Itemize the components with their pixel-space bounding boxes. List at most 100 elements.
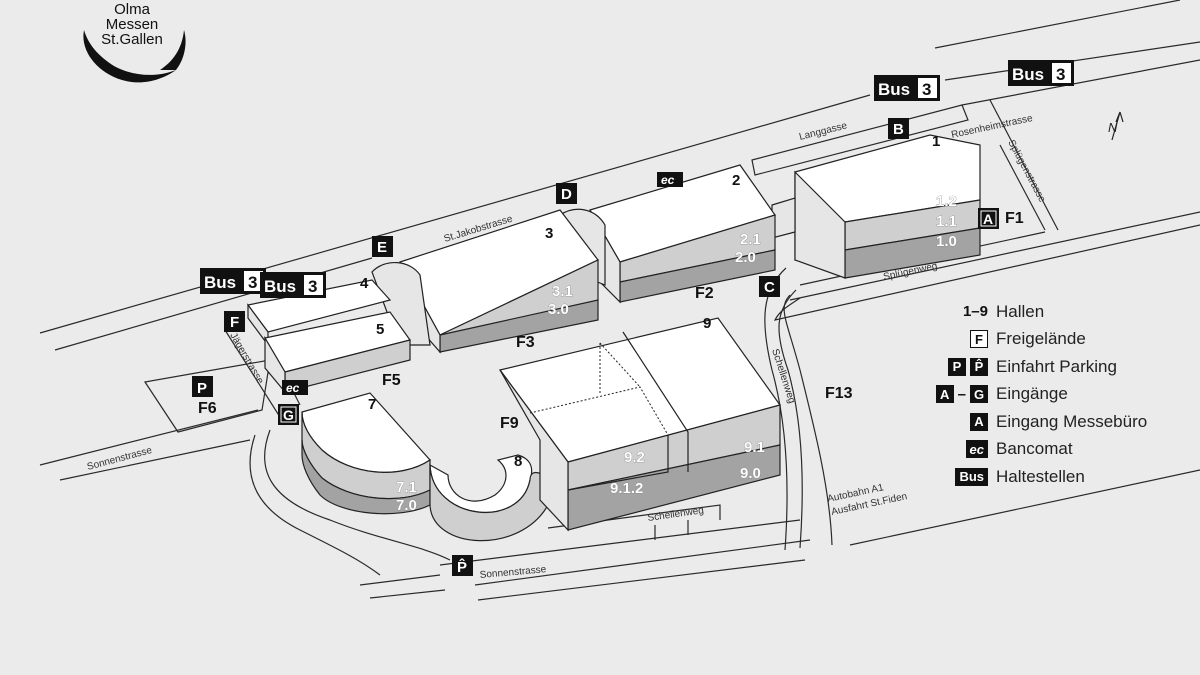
legend-row-halls: 1–9 Hallen xyxy=(918,298,1188,326)
bus-number: 3 xyxy=(1056,65,1065,84)
road-sonnenstrasse-bottom-a xyxy=(439,519,801,566)
road-schellenweg-h-b xyxy=(654,520,689,540)
parking-covered[interactable]: P̂ xyxy=(452,555,473,576)
road-f6-block xyxy=(143,359,271,433)
label-jaegerstrasse: Jägerstrasse xyxy=(227,331,265,386)
floor-3-1: 3.1 xyxy=(552,283,573,300)
bus-number: 3 xyxy=(248,273,257,292)
floor-3-0: 3.0 xyxy=(548,301,569,318)
label-rosenheimstrasse: Rosenheimstrasse xyxy=(950,113,1034,141)
road-spluegen-vertical-b xyxy=(999,144,1046,231)
hall-number-1: 1 xyxy=(932,133,940,150)
area-labels: F1 F2 F3 F5 F6 F9 F13 xyxy=(198,210,1024,432)
legend-atm-symbol: ec xyxy=(965,440,988,459)
floor-7-0: 7.0 xyxy=(396,497,417,514)
floor-9-2: 9.2 xyxy=(624,449,645,466)
legend-entrances-text: Eingänge xyxy=(996,384,1068,404)
svg-text:G: G xyxy=(283,407,294,423)
svg-text:P̂: P̂ xyxy=(457,557,467,576)
entrance-g[interactable]: G xyxy=(278,404,299,425)
label-sonnenstrasse-bottom: Sonnenstrasse xyxy=(479,564,547,581)
hall-number-4: 4 xyxy=(360,275,369,292)
hall-3 xyxy=(399,209,599,354)
floor-2-1: 2.1 xyxy=(740,231,761,248)
legend-entrance-g-symbol: G xyxy=(970,385,988,404)
olma-logo: Olma Messen St.Gallen xyxy=(76,0,188,84)
hall-number-7: 7 xyxy=(368,396,376,413)
floor-2-0: 2.0 xyxy=(735,249,756,266)
road-sonnenstrasse-b xyxy=(59,439,251,481)
svg-text:P: P xyxy=(197,380,207,397)
area-f13: F13 xyxy=(825,385,853,402)
road-bottom-left xyxy=(359,574,441,586)
logo-line-2: Messen xyxy=(105,16,159,33)
hall-number-3: 3 xyxy=(545,225,553,242)
svg-text:D: D xyxy=(561,186,572,203)
hall-number-5: 5 xyxy=(376,321,384,338)
legend-covered-parking-symbol: P̂ xyxy=(970,357,988,376)
legend-office-entrance-symbol: A xyxy=(970,412,988,431)
logo-line-3: St.Gallen xyxy=(101,31,163,48)
area-f3: F3 xyxy=(516,334,535,351)
svg-text:ec: ec xyxy=(286,381,300,395)
road-langgasse-east xyxy=(961,59,1200,106)
entrance-a[interactable]: A xyxy=(978,208,999,229)
entrance-c[interactable]: C xyxy=(759,276,780,297)
road-schellenweg-v-east xyxy=(778,289,803,549)
bus-label: Bus xyxy=(1012,65,1044,84)
north-arrow: N xyxy=(1108,111,1124,141)
logo-line-1: Olma xyxy=(114,1,150,18)
svg-text:F: F xyxy=(230,314,239,331)
road-bottom-left-2 xyxy=(369,589,446,599)
legend-halls-text: Hallen xyxy=(996,301,1045,321)
svg-text:E: E xyxy=(377,239,387,256)
legend-entrance-a-symbol: A xyxy=(935,385,954,404)
bus-label: Bus xyxy=(264,277,296,296)
legend-parking-text: Einfahrt Parking xyxy=(996,356,1117,376)
hall-number-9: 9 xyxy=(703,315,711,332)
hall-9 xyxy=(498,317,781,532)
legend-halls-symbol: 1–9 xyxy=(962,303,988,321)
area-f6: F6 xyxy=(198,400,217,417)
road-curve-west-2 xyxy=(249,434,381,576)
svg-text:C: C xyxy=(764,279,775,296)
hall-number-2: 2 xyxy=(732,172,740,189)
legend-parking-symbol: P xyxy=(948,357,966,376)
legend-bus-text: Haltestellen xyxy=(996,466,1085,486)
bus-stop-3[interactable]: Bus 3 xyxy=(200,268,266,294)
bus-stop-2[interactable]: Bus 3 xyxy=(1008,60,1074,86)
bus-label: Bus xyxy=(878,80,910,99)
svg-text:ec: ec xyxy=(661,173,675,187)
legend-bus-symbol: Bus xyxy=(955,467,988,486)
area-f5: F5 xyxy=(382,372,401,389)
hall-numbers: 1 2 3 4 5 7 8 9 xyxy=(360,133,940,470)
road-sonnenstrasse-bottom-b xyxy=(474,539,811,586)
label-langgasse: Langgasse xyxy=(798,120,849,143)
entrance-e[interactable]: E xyxy=(372,236,393,257)
hall-9-level-line xyxy=(567,435,669,491)
rotunda-e xyxy=(371,262,431,346)
road-f13-east xyxy=(849,469,1200,546)
entrance-d[interactable]: D xyxy=(556,183,577,204)
road-schellenweg-v-east-2 xyxy=(783,294,833,546)
floor-1-1: 1.1 xyxy=(936,213,957,230)
floor-1-2: 1.2 xyxy=(936,193,957,210)
area-f1: F1 xyxy=(1005,210,1024,227)
hall-2 xyxy=(589,164,776,304)
legend-row-parking: P P̂ Einfahrt Parking xyxy=(918,353,1188,381)
floor-9-0: 9.0 xyxy=(740,465,761,482)
bus-stop-4[interactable]: Bus 3 xyxy=(260,272,326,298)
entrance-b[interactable]: B xyxy=(888,118,909,139)
open-area-f[interactable]: F xyxy=(224,311,245,332)
legend-row-bus: Bus Haltestellen xyxy=(918,463,1188,491)
atm-1[interactable]: ec xyxy=(657,172,683,187)
svg-text:A: A xyxy=(983,211,993,227)
parking-f6[interactable]: P xyxy=(192,376,213,397)
legend-open-area-symbol: F xyxy=(970,330,988,349)
bus-stop-1[interactable]: Bus 3 xyxy=(874,75,940,101)
legend-row-atm: ec Bancomat xyxy=(918,436,1188,464)
atm-2[interactable]: ec xyxy=(282,380,308,395)
legend-row-open-area: F Freigelände xyxy=(918,326,1188,354)
legend-entrance-separator: – xyxy=(957,385,966,403)
floor-9-1-2: 9.1.2 xyxy=(610,480,643,497)
